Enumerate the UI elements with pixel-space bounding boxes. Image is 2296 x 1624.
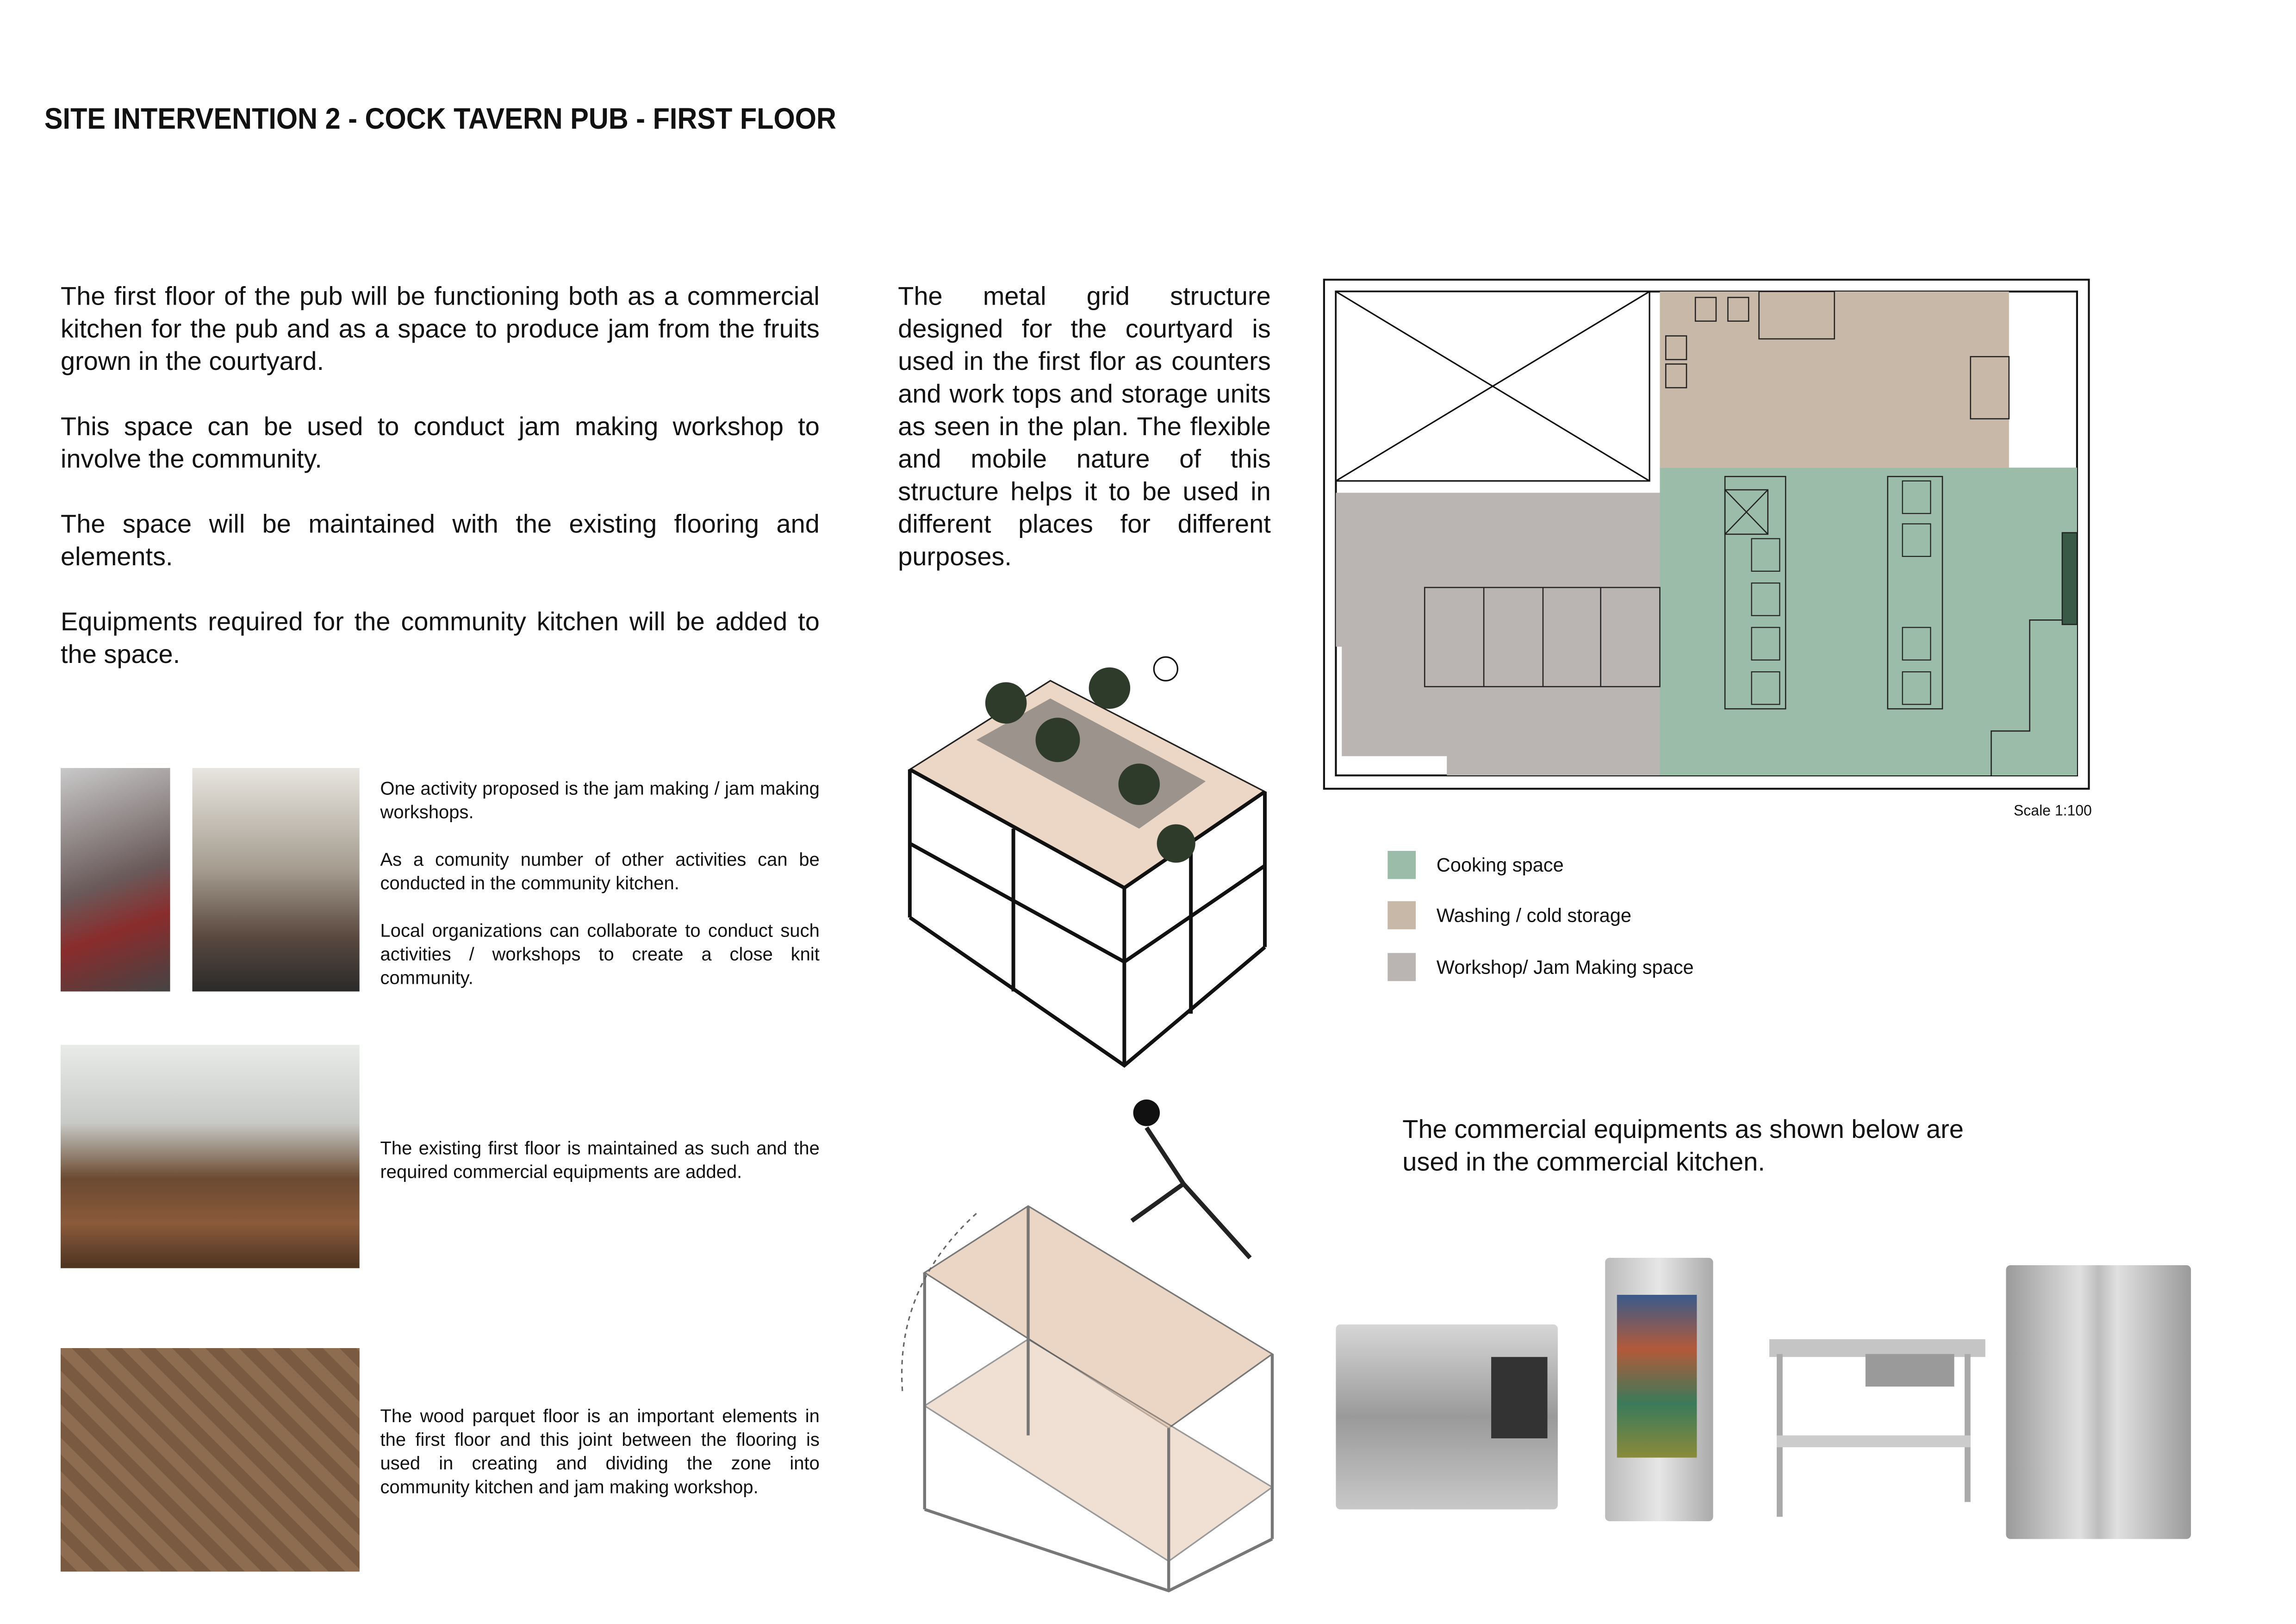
intro-paragraph: The space will be maintained with the ex… <box>61 509 820 571</box>
legend-cooking: Cooking space <box>1388 850 1564 879</box>
floor-plan <box>1323 279 2090 790</box>
legend-swatch <box>1388 850 1416 879</box>
cooking-zone <box>1660 468 2077 775</box>
intro-text: The first floor of the pub will be funct… <box>61 280 820 703</box>
legend-label: Cooking space <box>1436 854 1564 876</box>
activity-paragraph: One activity proposed is the jam making … <box>380 778 820 823</box>
jam-jars-photo <box>61 768 170 992</box>
page-title: SITE INTERVENTION 2 - COCK TAVERN PUB - … <box>44 103 836 137</box>
legend-workshop: Workshop/ Jam Making space <box>1388 953 1694 981</box>
sink-unit-image <box>1769 1324 1985 1517</box>
intro-paragraph: Equipments required for the community ki… <box>61 606 820 669</box>
plan-scale: Scale 1:100 <box>2013 803 2092 820</box>
upright-refrigerator-image <box>2006 1265 2191 1539</box>
cooking-workshop-photo <box>192 768 360 992</box>
legend-label: Workshop/ Jam Making space <box>1436 956 1694 978</box>
workshop-zone <box>1336 493 1660 775</box>
floor-caption: The existing first floor is maintained a… <box>380 1138 820 1183</box>
intro-paragraph: The first floor of the pub will be funct… <box>61 281 820 376</box>
hot-cupboard-image <box>1336 1324 1558 1510</box>
structure-text: The metal grid structure designed for th… <box>898 281 1271 571</box>
parquet-floor-photo <box>61 1348 360 1572</box>
intro-paragraph: This space can be used to conduct jam ma… <box>61 411 820 474</box>
activity-paragraph: As a comunity number of other activities… <box>380 849 820 894</box>
planter-counter-isometric <box>908 656 1267 1068</box>
legend-label: Washing / cold storage <box>1436 904 1631 927</box>
equipment-text: The commercial equipments as shown below… <box>1402 1114 1964 1177</box>
display-fridge-image <box>1605 1258 1713 1522</box>
existing-floor-photo <box>61 1044 360 1268</box>
legend-washing: Washing / cold storage <box>1388 901 1631 930</box>
legend-swatch <box>1388 953 1416 981</box>
activity-paragraph: Local organizations can collaborate to c… <box>380 920 820 989</box>
legend-swatch <box>1388 901 1416 930</box>
activities-text: One activity proposed is the jam making … <box>380 777 820 1013</box>
mobile-structure-isometric <box>901 1099 1274 1593</box>
parquet-caption: The wood parquet floor is an important e… <box>380 1405 820 1498</box>
